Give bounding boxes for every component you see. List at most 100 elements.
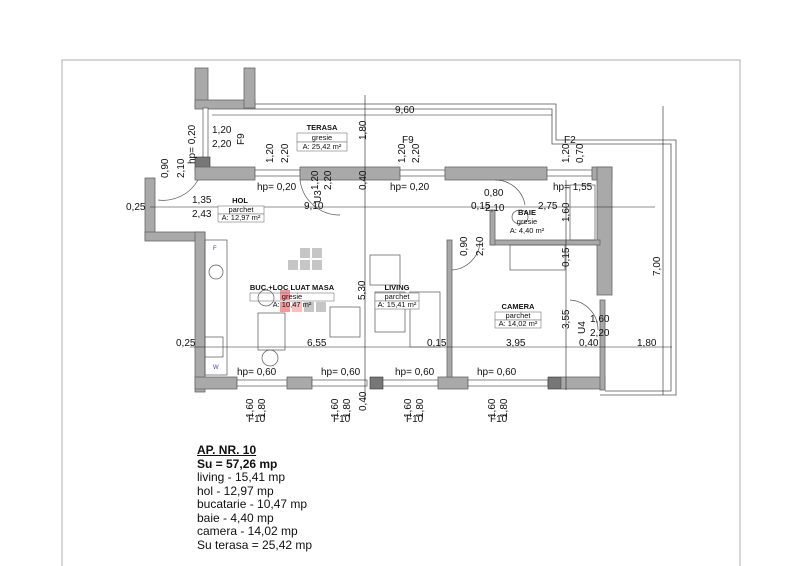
dimension-label: 1,60 (590, 314, 610, 325)
dimension-label: A: 25,42 m² (303, 142, 342, 151)
dimension-label: HOL (232, 196, 248, 205)
dimension-label: 1,80 (358, 120, 369, 140)
dimension-label: hp= 0,60 (395, 367, 435, 378)
summary-item: camera - 14,02 mp (197, 524, 298, 538)
dimension-label: BUC.+LOC LUAT MASA (250, 283, 335, 292)
dimension-label: W (213, 365, 219, 371)
room-label-bucatarie: BUC.+LOC LUAT MASA gresie A: 10,47 m² (249, 283, 335, 309)
dimension-label: 1,20 (265, 143, 276, 163)
room-label-terasa: TERASA gresie A: 25,42 m² (296, 123, 348, 152)
dimension-label: U3 (313, 190, 324, 203)
dimension-label: 2,10 (176, 158, 187, 178)
dimension-label: gresie (282, 292, 302, 301)
dimension-label: 0,40 (579, 338, 599, 349)
dimension-label: 2,20 (212, 139, 232, 150)
summary-item: bucatarie - 10,47 mp (197, 497, 308, 511)
total-area: Su = 57,26 mp (197, 456, 278, 471)
dimension-label: 1,60 (330, 398, 341, 418)
dimension-label: 1,80 (637, 338, 657, 349)
dimension-label: 0,25 (126, 202, 146, 213)
dimension-label: F10 (333, 414, 351, 425)
summary-item: baie - 4,40 mp (197, 510, 274, 525)
dimension-label: gresie (312, 133, 332, 142)
dimension-label: 2,20 (411, 143, 422, 163)
dimension-label: 1,20 (212, 125, 232, 136)
dimension-label: 1,20 (561, 143, 572, 163)
dimension-lines (150, 95, 672, 400)
apartment-summary: AP. NR. 10 Su = 57,26 mp living - 15,41 … (197, 443, 312, 552)
dimension-label: 2,10 (475, 236, 486, 256)
dimension-label: 2,10 (485, 203, 505, 214)
apartment-title: AP. NR. 10 (197, 443, 257, 457)
dimension-label: hp= 0,60 (477, 367, 517, 378)
dimension-label: 1,80 (499, 398, 510, 418)
dimension-label: 0,15 (471, 201, 491, 212)
dimension-label: F2 (564, 135, 576, 146)
dimension-label: 2,43 (192, 209, 212, 220)
dimension-label: 2,75 (538, 201, 558, 212)
dimension-label: 1,20 (310, 170, 321, 190)
dimension-label: 1,35 (192, 195, 212, 206)
dimension-label: 1,80 (342, 398, 353, 418)
room-label-hol: HOL parchet A: 12,97 m² (217, 196, 265, 223)
dimension-labels: 9,60 1,20 2,20 0,25 1,35 2,43 hp= 0,20 9… (126, 105, 657, 378)
dimension-label: parchet (228, 205, 254, 214)
dimension-label: 3,55 (561, 309, 572, 329)
dimension-label: 0,40 (358, 170, 369, 190)
walls (144, 67, 613, 393)
dimension-label: 7,00 (652, 256, 663, 276)
vertical-dimension-labels: hp= 0,20 0,90 2,10 1,20 2,20 1,20 2,20 1… (160, 120, 663, 418)
dimension-label: 0,15 (561, 247, 572, 267)
dimension-label: 0,40 (358, 391, 369, 411)
appliance-labels: F W (213, 246, 219, 371)
dimension-label: A: 15,41 m² (378, 300, 417, 309)
dimension-label: LIVING (384, 283, 409, 292)
dimension-label: 0,80 (484, 188, 504, 199)
dimension-label: parchet (505, 311, 531, 320)
room-label-baie: BAIE gresie A: 4,40 m² (510, 208, 545, 235)
furniture (204, 184, 596, 376)
dimension-label: 2,20 (280, 143, 291, 163)
dimension-label: hp= 0,60 (237, 367, 277, 378)
dimension-label: 1,60 (403, 398, 414, 418)
dimension-label: 1,60 (487, 398, 498, 418)
dimension-label: 0,90 (160, 158, 171, 178)
dimension-label: hp= 0,20 (257, 182, 297, 193)
dimension-label: 9,60 (395, 105, 415, 116)
dimension-label: 0,15 (427, 338, 447, 349)
room-label-camera: CAMERA parchet A: 14,02 m² (494, 302, 542, 329)
dimension-label: A: 14,02 m² (499, 319, 538, 328)
dimension-label: 1,80 (415, 398, 426, 418)
dimension-label: 0,70 (575, 143, 586, 163)
dimension-label: hp= 0,60 (321, 367, 361, 378)
dimension-label: CAMERA (502, 302, 535, 311)
dimension-label: F9 (236, 133, 247, 145)
dimension-label: 3,95 (506, 338, 526, 349)
dimension-label: hp= 0,20 (390, 182, 430, 193)
dimension-label: TERASA (307, 123, 338, 132)
watermark-logo (280, 248, 326, 312)
summary-item: hol - 12,97 mp (197, 483, 274, 498)
dimension-label: parchet (384, 292, 410, 301)
dimension-label: A: 4,40 m² (510, 226, 545, 235)
terrace-railing (255, 103, 677, 396)
dimension-label: A: 10,47 m² (273, 300, 312, 309)
dimension-label: F10 (490, 414, 508, 425)
dimension-label: 5,30 (357, 280, 368, 300)
dimension-label: 1,20 (397, 143, 408, 163)
room-label-living: LIVING parchet A: 15,41 m² (374, 283, 420, 310)
summary-item: living - 15,41 mp (197, 470, 286, 484)
dimension-label: 1,80 (257, 398, 268, 418)
dimension-label: hp= 0,20 (187, 124, 198, 164)
dimension-label: F10 (248, 414, 266, 425)
dimension-label: 2,20 (323, 170, 334, 190)
dimension-label: 2,20 (590, 328, 610, 339)
dimension-label: F10 (406, 414, 424, 425)
dimension-label: 0,25 (176, 338, 196, 349)
dimension-label: F9 (402, 135, 414, 146)
sheet-frame (61, 59, 741, 566)
opening-tags: F9 F9 U3 F2 U4 F10 F10 F10 F10 (236, 133, 588, 425)
dimension-label: A: 12,97 m² (222, 213, 261, 222)
dimension-label: BAIE (518, 208, 536, 217)
